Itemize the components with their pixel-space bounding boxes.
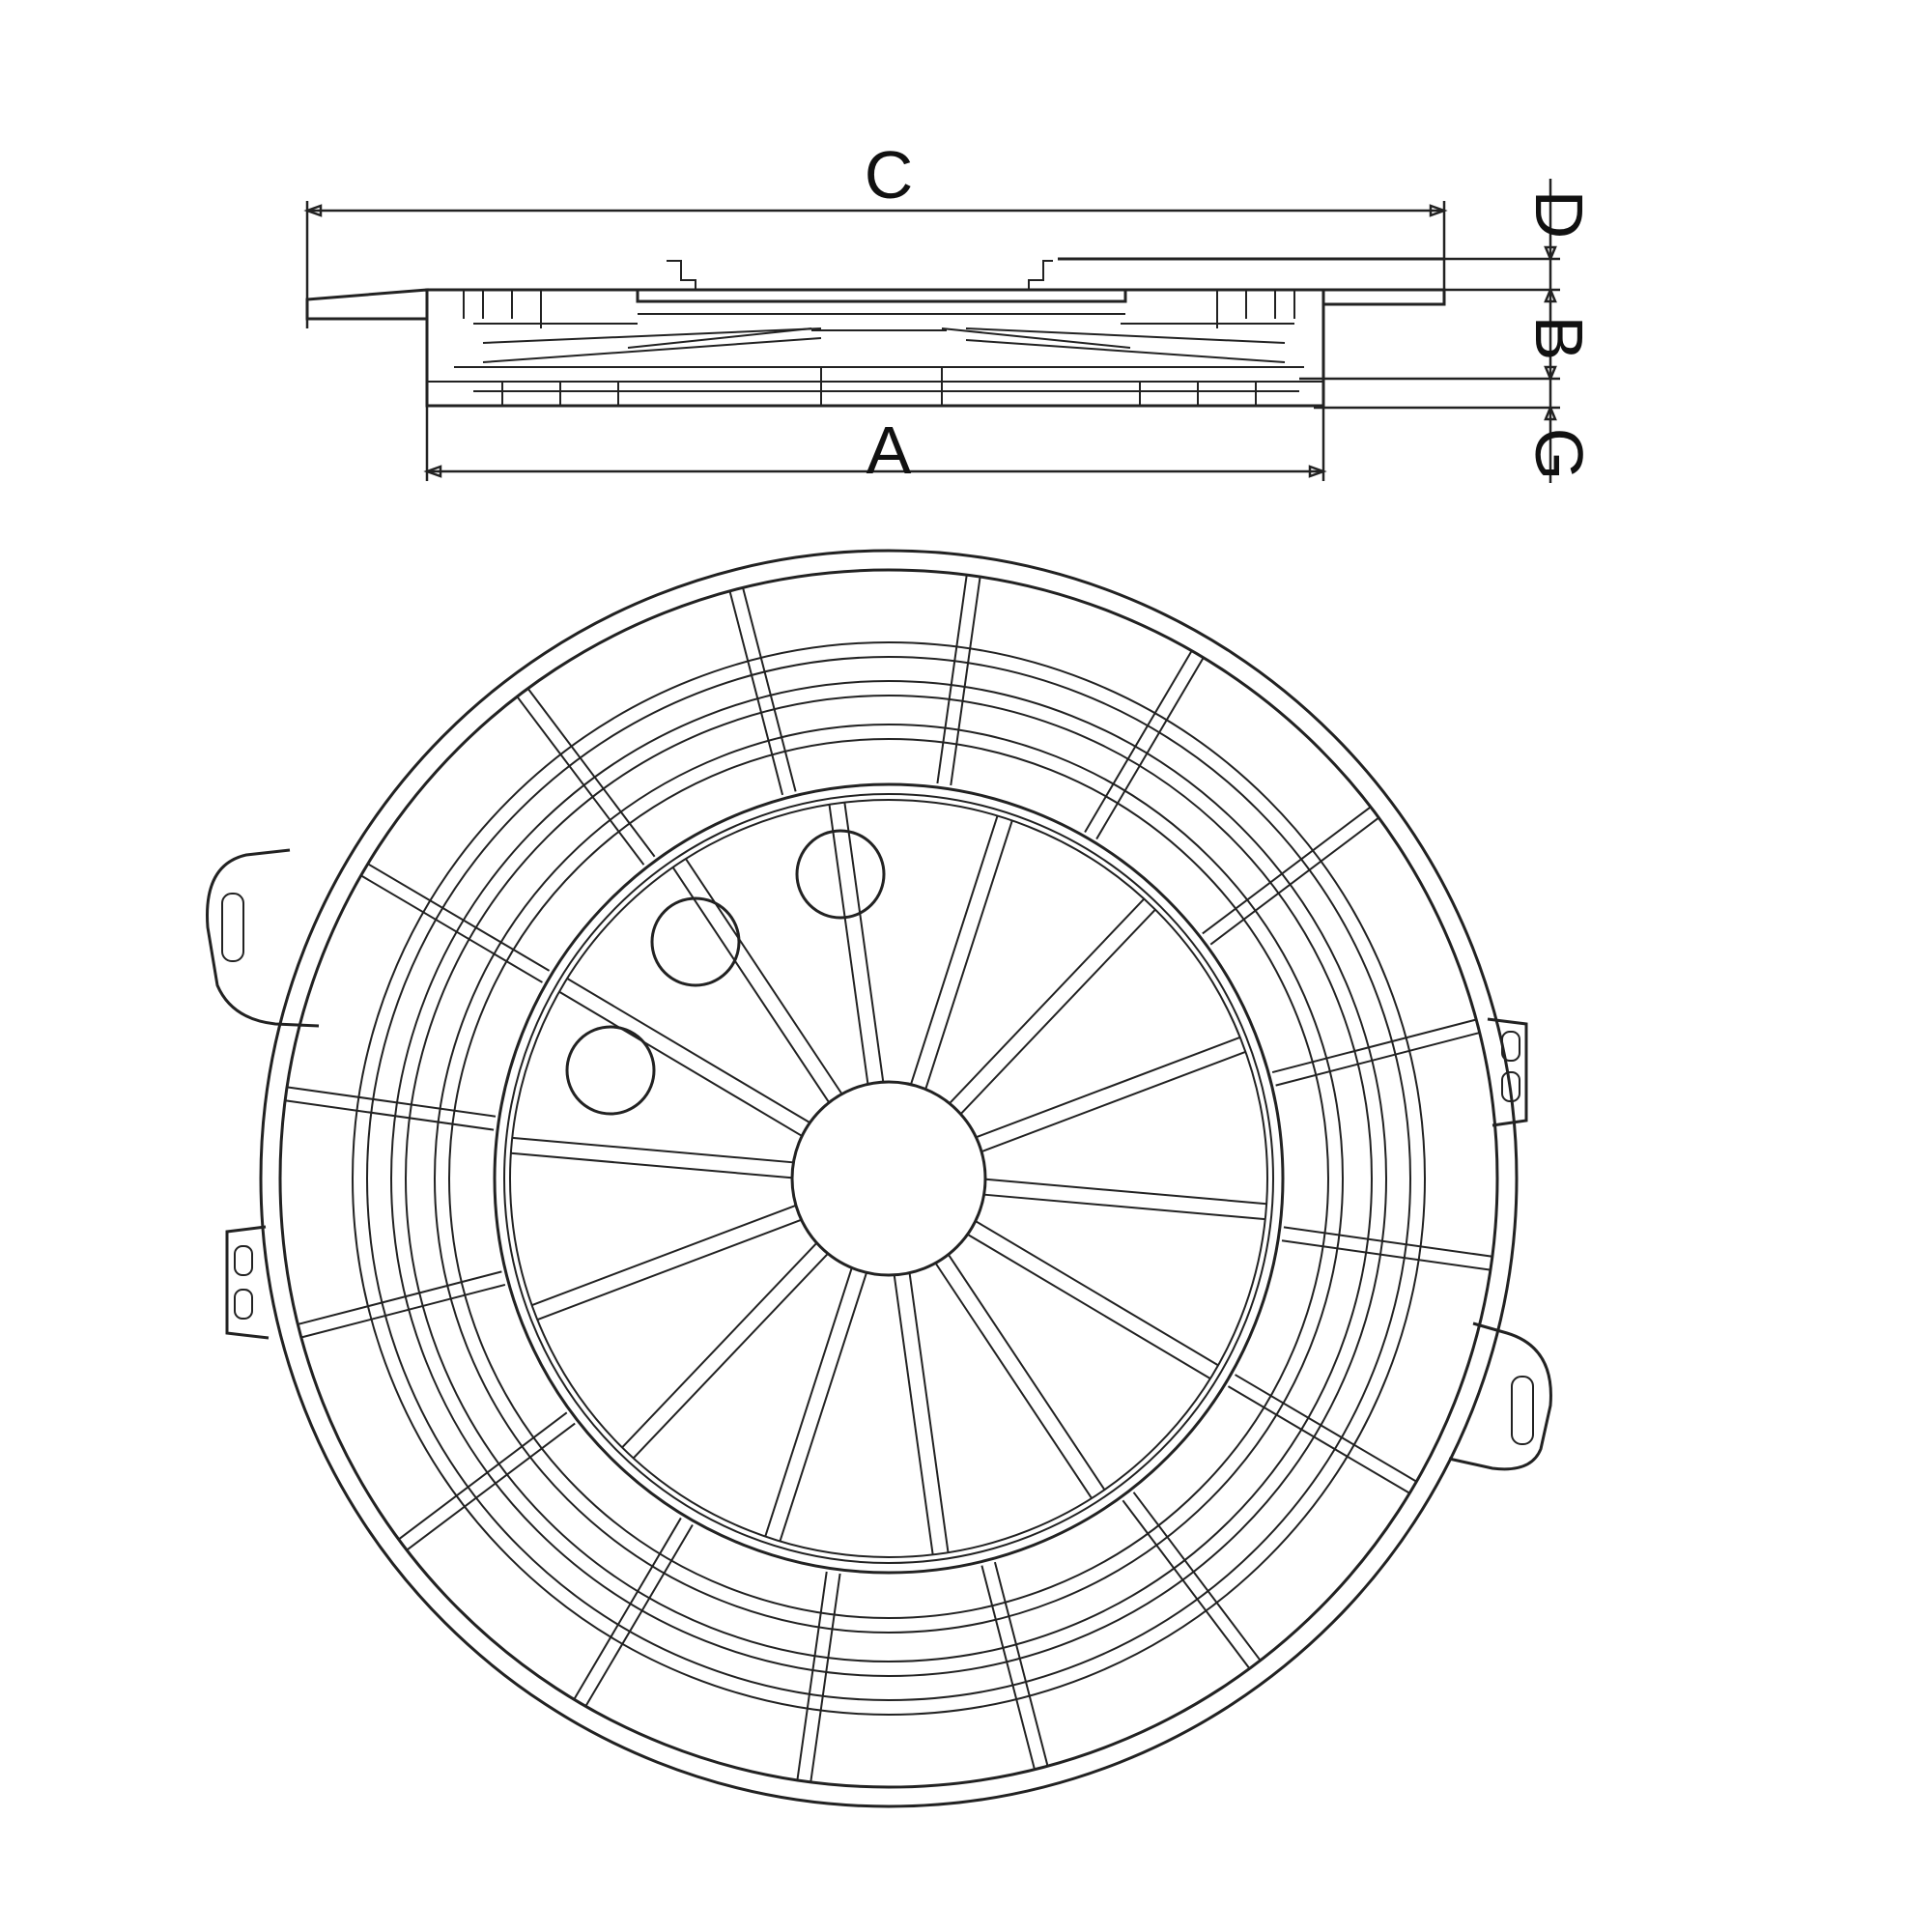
lid-spoke [531, 1204, 796, 1307]
lid-spoke [536, 1218, 802, 1321]
lid-spoke [510, 1151, 792, 1179]
lid-spokes [510, 802, 1267, 1555]
frame-rib [285, 1099, 495, 1131]
vent-hole [650, 896, 741, 987]
lid-spoke [983, 1193, 1265, 1221]
frame-rib [300, 1283, 506, 1339]
vertical-dimensions: D B G [1072, 179, 1597, 483]
lid-spoke [948, 1254, 1106, 1491]
lid-spoke [934, 1263, 1093, 1499]
frame-rib [398, 1411, 568, 1541]
lid-spoke [976, 1036, 1241, 1139]
lid-spoke [959, 908, 1156, 1115]
lid-spoke [967, 1234, 1211, 1379]
frame-rib [1227, 1385, 1410, 1494]
inner-lid-edge [493, 782, 1285, 1575]
frame-rib [298, 1270, 502, 1325]
outer-frame-ribs [285, 575, 1492, 1782]
frame-rib [1283, 1226, 1492, 1258]
frame-rib [286, 1086, 497, 1118]
frame-rib [1095, 657, 1205, 840]
frame-rib [406, 1422, 576, 1551]
cover-side-profile [305, 257, 1446, 408]
vent-hole [565, 1025, 656, 1116]
frame-rib [573, 1517, 682, 1700]
lid-spoke [685, 858, 843, 1094]
frame-rib [526, 688, 656, 858]
frame-rib [1209, 816, 1379, 946]
frame-rib [993, 1561, 1049, 1767]
lid-spoke [924, 820, 1013, 1090]
dimension-g-label: G [1521, 428, 1597, 480]
frame-rib [1275, 1032, 1480, 1087]
frame-rib [1084, 650, 1193, 833]
plan-view [206, 549, 1552, 1808]
frame-rib [1132, 1492, 1262, 1662]
lid-spoke [512, 1136, 794, 1164]
frame-rib [516, 696, 645, 866]
frame-rib [796, 1571, 828, 1781]
frame-rib [367, 863, 551, 972]
lid-spoke [558, 990, 803, 1137]
frame-rib [1271, 1018, 1477, 1074]
outer-rim [259, 549, 1519, 1808]
lid-spoke [764, 1267, 853, 1537]
dimension-c: C [303, 137, 1448, 328]
dimension-c-label: C [865, 137, 914, 213]
frame-rib [1235, 1374, 1417, 1483]
lid-spoke [671, 867, 830, 1103]
lid-spoke [621, 1242, 818, 1449]
center-hub [790, 1080, 987, 1277]
lid-spoke [893, 1275, 934, 1555]
vent-hole [795, 829, 886, 920]
frame-rib [360, 874, 543, 983]
frame-rib [728, 590, 784, 796]
frame-rib [810, 1573, 841, 1782]
frame-rib [1281, 1239, 1492, 1271]
lid-spoke [910, 815, 999, 1085]
frame-rib [1122, 1499, 1251, 1669]
lid-spoke [843, 802, 885, 1082]
dimension-a-label: A [867, 412, 912, 488]
lid-spoke [566, 978, 810, 1123]
dimension-a: A [423, 290, 1327, 488]
lid-spoke [908, 1272, 950, 1553]
dimension-b-label: B [1521, 316, 1597, 361]
handle-lugs [206, 848, 1552, 1471]
lid-spoke [828, 804, 869, 1085]
frame-rib [950, 576, 981, 786]
side-elevation-view: C A D B G [303, 137, 1597, 488]
lid-spoke [949, 897, 1146, 1104]
frame-rib [742, 587, 797, 792]
lid-spoke [981, 1050, 1246, 1153]
frame-rib [936, 575, 968, 784]
lid-spoke [779, 1272, 867, 1542]
frame-rib [1202, 806, 1372, 935]
lid-spoke [975, 1220, 1219, 1367]
frame-rib [980, 1565, 1036, 1770]
frame-rib [584, 1524, 694, 1707]
lid-spoke [632, 1253, 829, 1460]
lid-spoke [985, 1178, 1267, 1206]
dimension-d-label: D [1521, 190, 1597, 240]
